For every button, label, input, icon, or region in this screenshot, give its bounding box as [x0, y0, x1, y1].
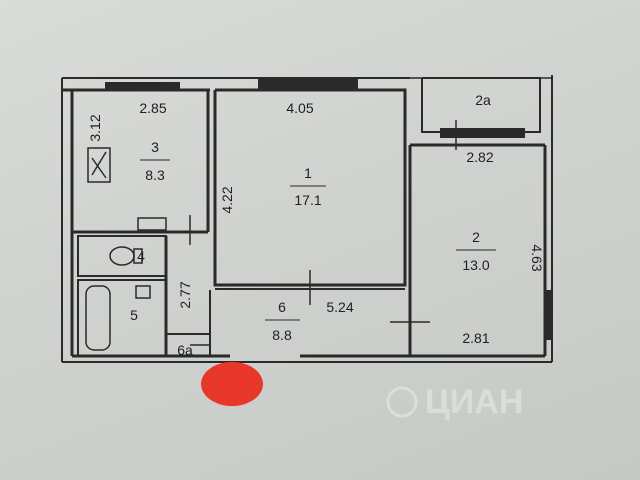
sink-icon [137, 217, 167, 231]
dim-room1-length: 4.22 [219, 186, 235, 213]
room2a-number: 2а [475, 92, 491, 108]
room6-number: 6 [278, 299, 286, 315]
red-mark [201, 362, 263, 406]
bathtub-icon [85, 285, 111, 351]
room2-area: 13.0 [462, 257, 489, 273]
dim-room3-length: 3.12 [87, 114, 103, 141]
room6a-number: 6а [177, 342, 193, 358]
dim-room1-width: 4.05 [286, 100, 313, 116]
toilet-icon [109, 246, 135, 266]
watermark: ЦИАН [386, 383, 523, 421]
room1-number: 1 [304, 165, 312, 181]
room3-area: 8.3 [145, 167, 165, 183]
watermark-logo: ЦИАН [425, 383, 523, 421]
windows [105, 79, 552, 340]
dim-hall-length: 5.24 [326, 299, 353, 315]
dim-hall-width: 2.77 [177, 281, 193, 308]
room1-area: 17.1 [294, 192, 321, 208]
dim-room2-width-bottom: 2.81 [462, 330, 489, 346]
dim-room2-width-top: 2.82 [466, 149, 493, 165]
dim-room2-length: 4.63 [529, 244, 545, 271]
stove-icon [87, 147, 111, 183]
room5-number: 5 [130, 307, 138, 323]
room2-number: 2 [472, 229, 480, 245]
cian-logo-icon [386, 386, 418, 418]
room4-number: 4 [137, 248, 145, 264]
room3-number: 3 [151, 139, 159, 155]
fixtures [85, 120, 457, 351]
room6-area: 8.8 [272, 327, 292, 343]
dim-room3-width: 2.85 [139, 100, 166, 116]
labels: 2.85 3.12 3 8.3 4.05 4.22 1 17.1 2а 2.82… [87, 92, 545, 358]
